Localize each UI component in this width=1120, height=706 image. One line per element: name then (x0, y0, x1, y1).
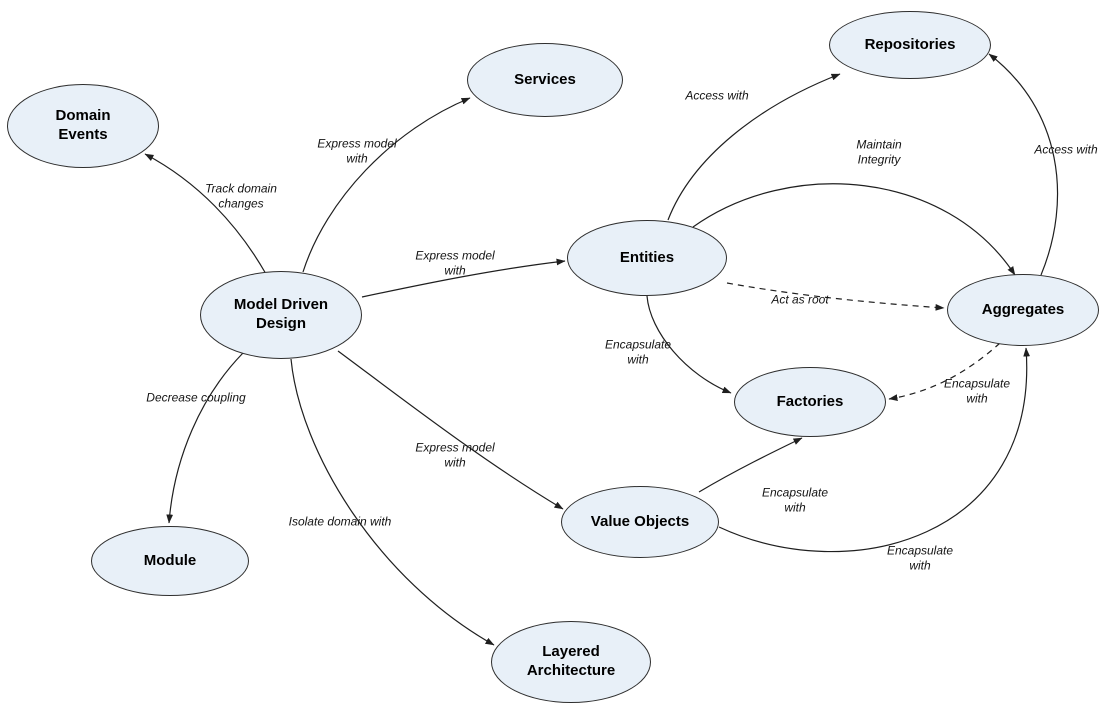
node-value-objects: Value Objects (561, 486, 719, 558)
edge-entities-to-aggregates-integrity (692, 183, 1016, 276)
edge-label-entities-to-factories: Encapsulate with (604, 337, 672, 366)
edge-label-value-objects-to-aggregates: Encapsulate with (886, 543, 954, 572)
node-aggregates: Aggregates (947, 274, 1099, 346)
edge-aggregates-to-factories (888, 342, 1001, 401)
edge-label-mdd-to-value-objects: Express model with (415, 440, 495, 469)
edge-label-mdd-to-domain-events: Track domain changes (205, 181, 277, 210)
edge-mdd-to-domain-events (144, 153, 267, 275)
edge-entities-to-aggregates-root (726, 282, 945, 311)
node-repositories: Repositories (829, 11, 991, 79)
edge-label-value-objects-to-factories: Encapsulate with (761, 485, 829, 514)
node-domain-events: Domain Events (7, 84, 159, 168)
edge-aggregates-to-repositories (988, 53, 1059, 276)
edge-label-aggregates-to-repositories: Access with (1034, 142, 1098, 157)
edge-label-mdd-to-module: Decrease coupling (146, 390, 246, 405)
node-module: Module (91, 526, 249, 596)
edge-label-entities-to-repositories: Access with (685, 88, 749, 103)
edge-value-objects-to-factories (698, 437, 803, 493)
edge-value-objects-to-aggregates (718, 347, 1031, 553)
edge-label-aggregates-to-factories: Encapsulate with (943, 376, 1011, 405)
node-layered-architecture: Layered Architecture (491, 621, 651, 703)
edge-label-mdd-to-entities: Express model with (415, 248, 495, 277)
node-entities: Entities (567, 220, 727, 296)
edge-label-mdd-to-layered-architecture: Isolate domain with (288, 514, 392, 529)
edge-entities-to-repositories (667, 73, 841, 221)
edge-mdd-to-layered-architecture (290, 358, 495, 646)
edge-label-entities-to-aggregates-integrity: Maintain Integrity (856, 137, 902, 166)
edge-mdd-to-entities (361, 258, 566, 298)
edge-mdd-to-value-objects (337, 350, 564, 510)
edge-mdd-to-module (166, 352, 244, 524)
node-services: Services (467, 43, 623, 117)
edge-label-entities-to-aggregates-root: Act as root (771, 292, 829, 307)
edge-entities-to-factories (646, 295, 732, 394)
edge-mdd-to-services (302, 97, 471, 273)
node-model-driven-design: Model Driven Design (200, 271, 362, 359)
edge-label-mdd-to-services: Express model with (317, 136, 397, 165)
node-factories: Factories (734, 367, 886, 437)
